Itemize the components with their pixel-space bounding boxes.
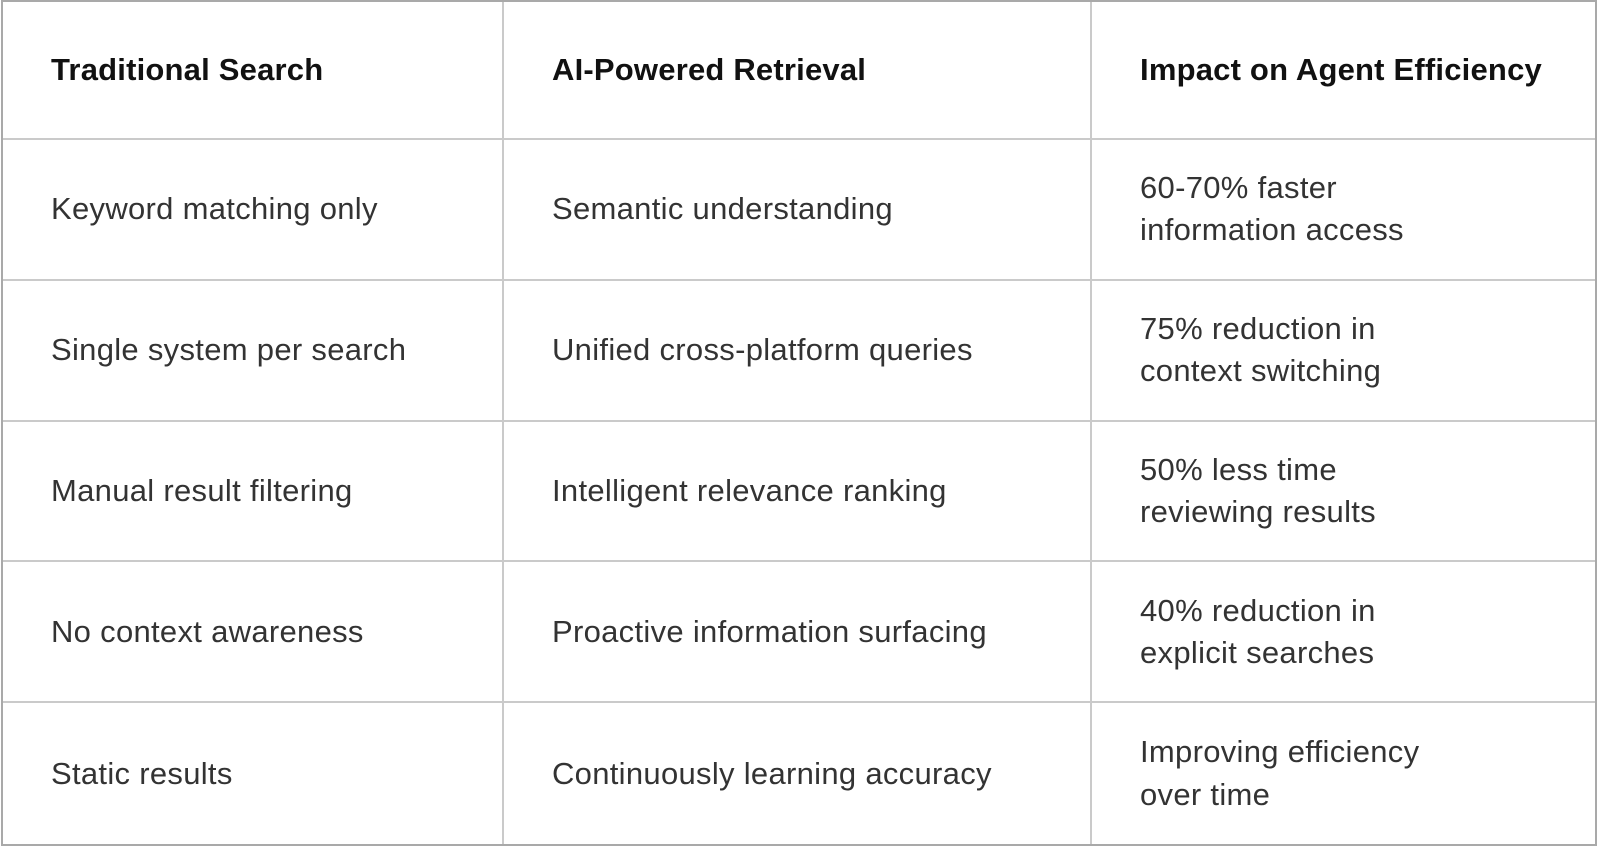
cell-text: Semantic understanding: [552, 191, 893, 227]
header-cell-impact-on-agent-efficiency: Impact on Agent Efficiency: [1092, 2, 1595, 140]
table-cell: 40% reduction in explicit searches: [1092, 562, 1595, 704]
table-cell: Single system per search: [3, 280, 504, 422]
cell-text: 60-70% faster information access: [1140, 170, 1404, 248]
cell-text: 40% reduction in explicit searches: [1140, 592, 1376, 670]
table-cell: 50% less time reviewing results: [1092, 421, 1595, 563]
table-cell: Manual result filtering: [3, 421, 504, 563]
header-label: Impact on Agent Efficiency: [1140, 51, 1542, 87]
cell-text: Keyword matching only: [51, 191, 378, 227]
cell-text: 75% reduction in context switching: [1140, 311, 1382, 389]
cell-text: Intelligent relevance ranking: [552, 472, 947, 508]
table-cell: Semantic understanding: [504, 140, 1092, 281]
cell-text: Improving efficiency over time: [1140, 734, 1420, 812]
header-cell-ai-powered-retrieval: AI-Powered Retrieval: [504, 2, 1092, 140]
table-cell: Improving efficiency over time: [1092, 703, 1595, 844]
table-cell: Keyword matching only: [3, 140, 504, 281]
table-cell: Continuously learning accuracy: [504, 703, 1092, 844]
header-cell-traditional-search: Traditional Search: [3, 2, 504, 140]
table-cell: 75% reduction in context switching: [1092, 280, 1595, 422]
table-cell: Static results: [3, 703, 504, 844]
table-cell: Proactive information surfacing: [504, 562, 1092, 704]
cell-text: Unified cross-platform queries: [552, 332, 973, 368]
cell-text: Manual result filtering: [51, 472, 353, 508]
cell-text: 50% less time reviewing results: [1140, 451, 1376, 529]
cell-text: Single system per search: [51, 332, 407, 368]
table-cell: Intelligent relevance ranking: [504, 421, 1092, 563]
table-cell: Unified cross-platform queries: [504, 280, 1092, 422]
table-cell: No context awareness: [3, 562, 504, 704]
header-label: AI-Powered Retrieval: [552, 51, 867, 87]
table-cell: 60-70% faster information access: [1092, 140, 1595, 281]
cell-text: Proactive information surfacing: [552, 613, 987, 649]
cell-text: Static results: [51, 755, 233, 791]
cell-text: No context awareness: [51, 613, 364, 649]
header-label: Traditional Search: [51, 51, 324, 87]
cell-text: Continuously learning accuracy: [552, 755, 992, 791]
